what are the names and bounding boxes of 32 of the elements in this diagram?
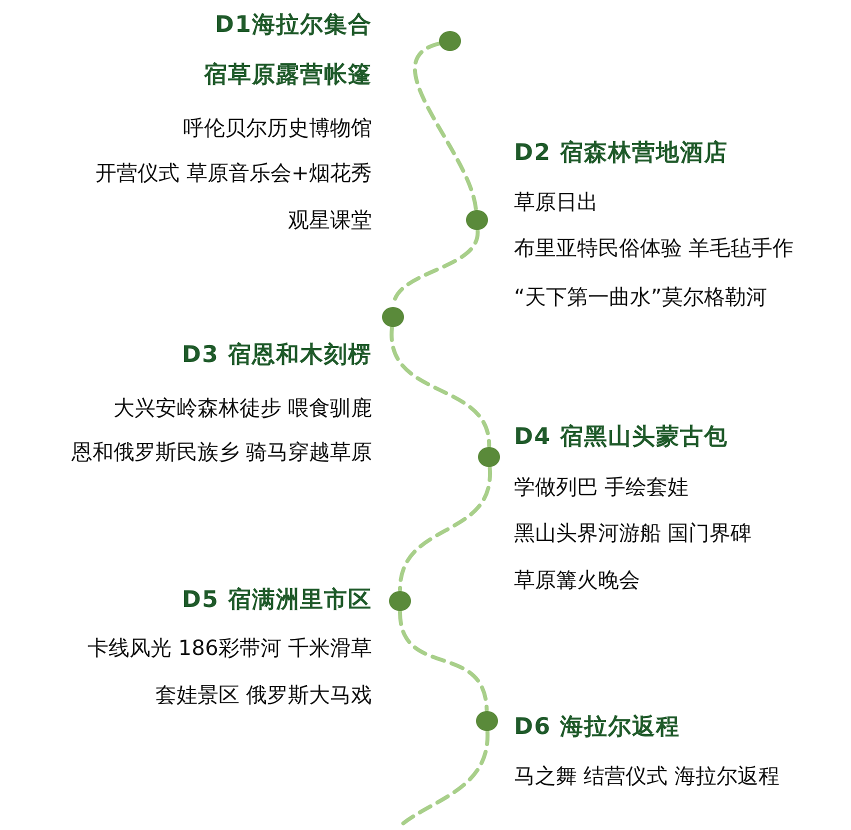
activity-text: 观星课堂: [288, 207, 372, 234]
route-line: [398, 466, 492, 592]
activity-text: 草原日出: [514, 189, 598, 216]
route-line: [412, 42, 478, 212]
activity-text: “天下第一曲水”莫尔格勒河: [514, 284, 767, 311]
day-heading: D4 宿黑山头蒙古包: [514, 423, 728, 452]
activity-text: 黑山头界河游船 国门界碑: [514, 520, 752, 547]
day-heading: D5 宿满洲里市区: [182, 586, 372, 615]
activity-text: 布里亚特民俗体验 羊毛毡手作: [514, 235, 794, 262]
activity-text: 马之舞 结营仪式 海拉尔返程: [514, 763, 780, 790]
day-heading: D1海拉尔集合: [214, 11, 372, 40]
dot-marker: [466, 210, 488, 230]
day-heading: D3 宿恩和木刻楞: [182, 341, 372, 370]
activity-text: 大兴安岭森林徒步 喂食驯鹿: [113, 395, 372, 422]
route-line: [398, 610, 489, 712]
activity-text: 学做列巴 手绘套娃: [514, 474, 689, 501]
dot-marker: [478, 447, 500, 467]
dot-marker: [382, 307, 404, 327]
day-heading: D2 宿森林营地酒店: [514, 139, 728, 168]
activity-text: 草原篝火晚会: [514, 567, 640, 594]
activity-text: 卡线风光 186彩带河 千米滑草: [88, 635, 372, 662]
route-line: [398, 730, 490, 828]
activity-text: 套娃景区 俄罗斯大马戏: [155, 682, 372, 709]
activity-text: 恩和俄罗斯民族乡 骑马穿越草原: [71, 439, 372, 466]
dot-marker: [389, 591, 411, 611]
activity-text: 开营仪式 草原音乐会+烟花秀: [96, 160, 372, 187]
activity-text: 呼伦贝尔历史博物馆: [183, 115, 372, 142]
dot-marker: [476, 711, 498, 731]
day-heading: 宿草原露营帐篷: [204, 61, 372, 90]
route-line: [390, 326, 492, 448]
dot-marker: [439, 31, 461, 51]
day-heading: D6 海拉尔返程: [514, 713, 680, 742]
